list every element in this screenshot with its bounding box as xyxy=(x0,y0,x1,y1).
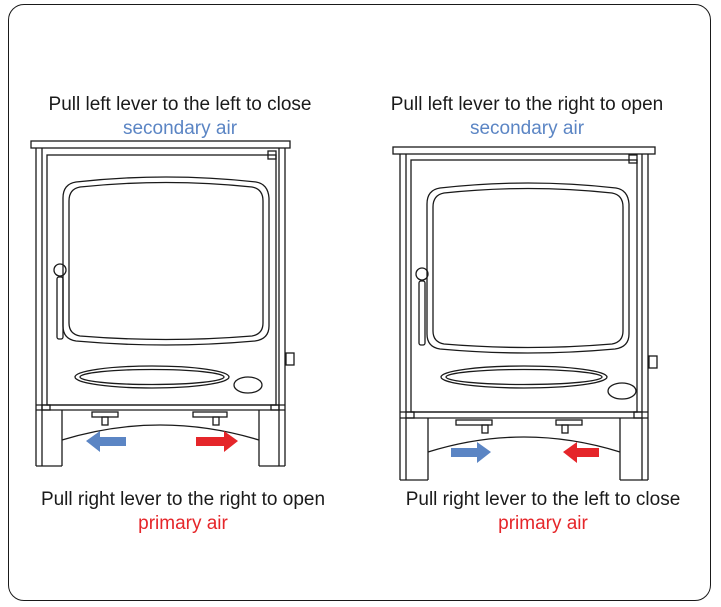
right-stove-top-plate xyxy=(392,146,656,155)
left-stove-handle-knob xyxy=(53,263,67,277)
right-stove-window xyxy=(426,182,630,354)
left-stove-secondary-lever xyxy=(91,411,119,426)
right-top-caption: Pull left lever to the right to open sec… xyxy=(362,93,692,141)
right-stove-primary-lever xyxy=(555,419,583,434)
left-secondary-arrow xyxy=(86,431,126,452)
right-secondary-arrow xyxy=(451,442,491,463)
right-stove-badge xyxy=(607,382,637,400)
right-stove-handle-knob xyxy=(415,267,429,281)
left-stove-side-knob xyxy=(285,352,295,366)
right-bottom-caption-text: Pull right lever to the left to close xyxy=(405,489,681,510)
left-stove-badge xyxy=(233,376,263,394)
right-stove-side-knob xyxy=(648,355,658,369)
diagram-frame xyxy=(8,4,711,601)
left-top-caption: Pull left lever to the left to close sec… xyxy=(20,93,340,141)
left-bottom-caption-text: Pull right lever to the right to open xyxy=(40,489,326,510)
left-secondary-air-label: secondary air xyxy=(122,118,238,139)
left-primary-air-label: primary air xyxy=(138,513,228,534)
left-stove-primary-lever xyxy=(192,411,228,426)
left-stove-vent xyxy=(74,365,230,389)
right-stove-door xyxy=(410,159,638,413)
right-bottom-caption: Pull right lever to the left to close pr… xyxy=(378,488,708,536)
left-top-caption-text: Pull left lever to the left to close xyxy=(48,94,312,115)
right-primary-arrow xyxy=(563,442,599,463)
right-stove-vent xyxy=(440,365,608,389)
left-stove-top-plate xyxy=(30,140,291,149)
right-stove-secondary-lever xyxy=(455,419,493,434)
left-bottom-caption: Pull right lever to the right to open pr… xyxy=(14,488,352,536)
left-primary-arrow xyxy=(196,431,238,452)
right-secondary-air-label: secondary air xyxy=(469,118,585,139)
right-primary-air-label: primary air xyxy=(498,513,588,534)
right-top-caption-text: Pull left lever to the right to open xyxy=(390,94,664,115)
